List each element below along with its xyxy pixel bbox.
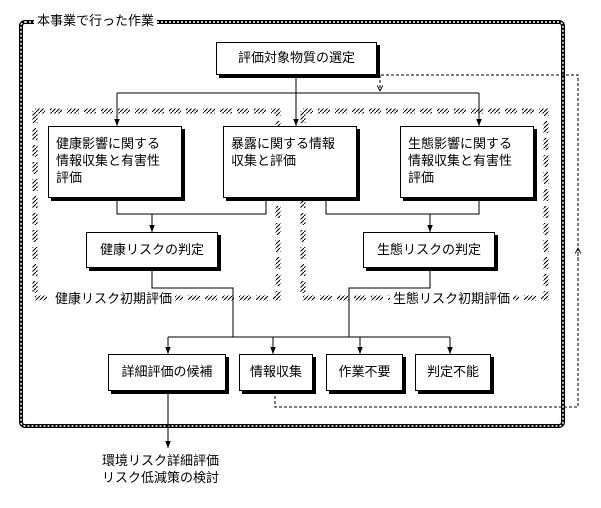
output-text: 環境リスク詳細評価 リスク低減策の検討 bbox=[102, 454, 220, 486]
eco-info-box: 生態影響に関する 情報収集と有害性 評価 bbox=[400, 126, 534, 198]
eco-initial-group-border bbox=[300, 108, 549, 301]
health-initial-group-border bbox=[32, 108, 281, 301]
no-work-box: 作業不要 bbox=[326, 354, 403, 391]
detail-candidate-box: 詳細評価の候補 bbox=[108, 354, 226, 391]
health-info-box: 健康影響に関する 情報収集と有害性 評価 bbox=[48, 126, 182, 198]
health-initial-label: 健康リスク初期評価 bbox=[52, 292, 176, 308]
feedback-loop bbox=[274, 74, 578, 408]
exposure-info-box: 暴露に関する情報 収集と評価 bbox=[223, 126, 357, 198]
eco-risk-box: 生態リスクの判定 bbox=[363, 232, 495, 268]
info-collect-box: 情報収集 bbox=[239, 354, 313, 391]
connector-lines bbox=[114, 75, 482, 448]
substance-selection-box: 評価対象物質の選定 bbox=[216, 42, 377, 75]
health-risk-box: 健康リスクの判定 bbox=[86, 232, 218, 268]
eco-initial-label: 生態リスク初期評価 bbox=[390, 292, 514, 308]
undeterminable-box: 判定不能 bbox=[415, 354, 491, 391]
frame-title: 本事業で行った作業 bbox=[34, 14, 158, 30]
outer-frame bbox=[19, 20, 565, 428]
